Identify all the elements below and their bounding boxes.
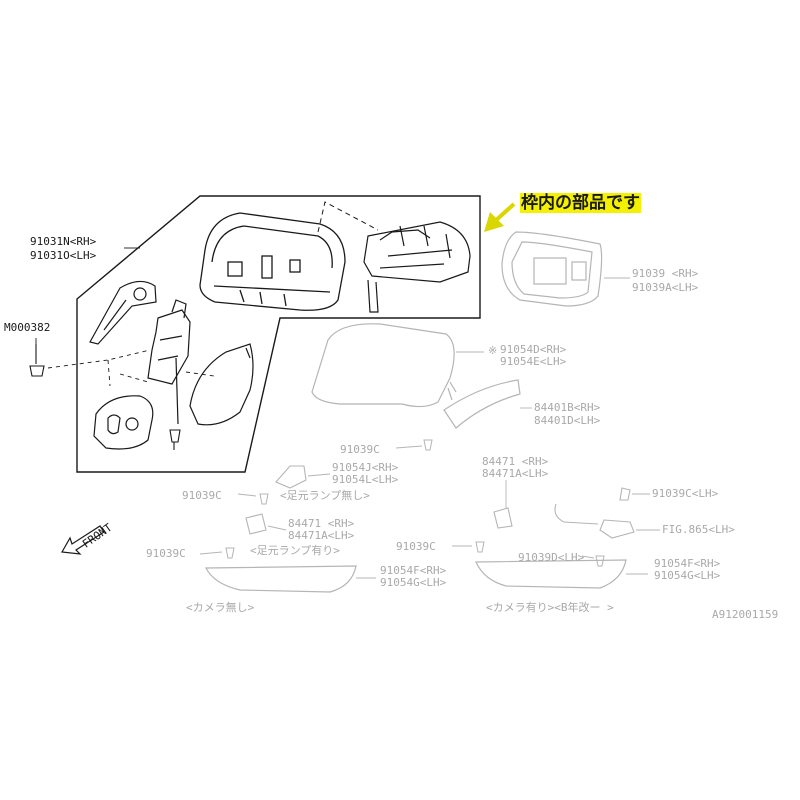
bolt-m000382 [29,344,45,377]
part-label: 84471 <RH> [482,455,549,468]
part-label: 91039C [396,540,436,553]
part-label: 91039C [146,547,186,560]
part-label: 91054L<LH> [332,473,399,486]
actuator-unit [363,221,471,313]
mirror-glass [501,231,603,307]
part-label: 91039D<LH> [518,551,585,564]
part-label: 84401D<LH> [534,414,601,427]
fig-reference: FIG.865<LH> [662,523,735,536]
part-label: 91054E<LH> [500,355,567,368]
cover-piece [189,343,254,426]
part-label-m000382: M000382 [4,321,51,334]
part-label-91031o: 91031O<LH> [30,249,97,262]
mounting-base [147,299,191,425]
callout-label: 枠内の部品です [520,193,641,213]
part-label: 91039C [182,489,222,502]
camera-unit [554,487,635,539]
front-arrow [61,525,105,555]
turn-signal-lamp [443,379,521,429]
mirror-bracket [89,280,157,345]
part-label: 91054D<RH> [500,343,567,356]
part-label: 91039A<LH> [632,281,699,294]
garnish-right [475,559,627,589]
part-label: 91054G<LH> [380,576,447,589]
part-label: 84471A<LH> [482,467,549,480]
part-note: <足元ランプ無し> [280,489,370,502]
part-label: 91054J<RH> [332,461,399,474]
part-label: 91039C<LH> [652,487,719,500]
mirror-cover [311,323,455,408]
part-label: 84471 <RH> [288,517,355,530]
note-mark: ※ [488,344,498,357]
part-label: 91039C [340,443,380,456]
frame-screw [169,429,181,450]
part-label: 91054F<RH> [654,557,721,570]
part-label: 91054F<RH> [380,564,447,577]
part-note: <カメラ有り><B年改ー > [486,601,614,614]
mirror-housing-assembly [199,212,346,311]
part-note: <足元ランプ有り> [250,544,340,557]
highlight-frame [76,195,481,473]
part-label: 84401B<RH> [534,401,601,414]
part-label: 91039 <RH> [632,267,699,280]
gasket-plate [93,395,154,450]
part-label: 91054G<LH> [654,569,721,582]
part-label-91031n: 91031N<RH> [30,235,97,248]
part-label: 84471A<LH> [288,529,355,542]
garnish-left [205,565,357,593]
drawing-id: A912001159 [712,608,779,621]
cover-lh-grey [245,465,513,535]
callout-arrow [484,202,516,232]
part-note: <カメラ無し> [186,601,255,614]
